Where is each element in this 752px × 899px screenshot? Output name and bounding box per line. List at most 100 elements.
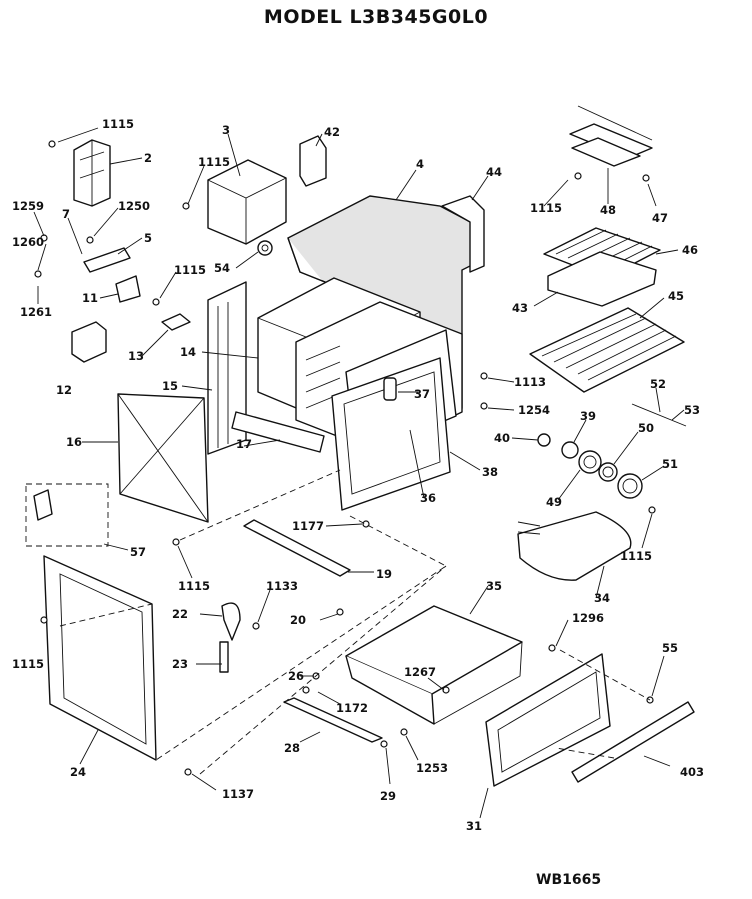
callout-1115: 1115: [12, 657, 44, 671]
callout-42: 42: [324, 125, 340, 139]
callout-57: 57: [130, 545, 146, 559]
callout-20: 20: [290, 613, 306, 627]
callout-4: 4: [416, 157, 424, 171]
callout-35: 35: [486, 579, 502, 593]
part-side-panel-15: [207, 281, 247, 455]
callout-1253: 1253: [416, 761, 448, 775]
callout-3: 3: [222, 123, 230, 137]
part-bracket-17: [231, 411, 325, 453]
callout-28: 28: [284, 741, 300, 755]
callout-1115: 1115: [530, 201, 562, 215]
callout-12: 12: [56, 383, 72, 397]
callout-1177: 1177: [292, 519, 324, 533]
callout-19: 19: [376, 567, 392, 581]
callout-54: 54: [214, 261, 230, 275]
leader-lines: [33, 127, 685, 819]
part-door-frame-38: [331, 357, 451, 511]
part-spring-23: [219, 641, 229, 673]
callout-22: 22: [172, 607, 188, 621]
part-bracket-2: [73, 139, 111, 207]
part-kick-strip-403: [571, 701, 695, 783]
callout-45: 45: [668, 289, 684, 303]
callout-11: 11: [82, 291, 98, 305]
callout-1115: 1115: [102, 117, 134, 131]
part-drawer-front-31: [485, 653, 611, 787]
assembly-lines: [59, 469, 651, 775]
callout-31: 31: [466, 819, 482, 833]
part-panel-3: [207, 159, 287, 245]
callout-1115: 1115: [178, 579, 210, 593]
callout-52: 52: [650, 377, 666, 391]
callout-1115: 1115: [620, 549, 652, 563]
callout-36: 36: [420, 491, 436, 505]
callout-55: 55: [662, 641, 678, 655]
callout-40: 40: [494, 431, 510, 445]
part-ring-50: [598, 462, 618, 482]
callout-1259: 1259: [12, 199, 44, 213]
callout-44: 44: [486, 165, 502, 179]
part-drawer-35: [345, 605, 523, 725]
callout-29: 29: [380, 789, 396, 803]
callout-1115: 1115: [174, 263, 206, 277]
callout-7: 7: [62, 207, 70, 221]
part-bake-element-34: [517, 511, 632, 581]
part-broil-pan-43: [547, 251, 657, 307]
callout-39: 39: [580, 409, 596, 423]
callout-403: 403: [680, 765, 704, 779]
part-rod-52: [631, 403, 687, 427]
callout-50: 50: [638, 421, 654, 435]
callout-17: 17: [236, 437, 252, 451]
callout-23: 23: [172, 657, 188, 671]
callout-1250: 1250: [118, 199, 150, 213]
part-back-bracket-44: [441, 195, 485, 273]
part-bracket-12: [71, 321, 107, 363]
callout-5: 5: [144, 231, 152, 245]
fasteners: [34, 140, 656, 776]
part-ring-51: [617, 473, 643, 499]
callout-labels: 1115 2 3 42 4 44 1115 1259 7 1250 5 1260…: [12, 117, 704, 833]
callout-1267: 1267: [404, 665, 436, 679]
part-vent-trim-19: [243, 519, 351, 577]
callout-1172: 1172: [336, 701, 368, 715]
callout-13: 13: [128, 349, 144, 363]
callout-15: 15: [162, 379, 178, 393]
callout-49: 49: [546, 495, 562, 509]
diagram-title: MODEL L3B345G0L0: [263, 6, 489, 28]
callout-14: 14: [180, 345, 196, 359]
part-outer-door-24: [43, 555, 157, 761]
part-hinge-assembly-57: [25, 483, 109, 547]
callout-1260: 1260: [12, 235, 44, 249]
part-hinge-22: [221, 602, 241, 641]
callout-1254: 1254: [518, 403, 550, 417]
callout-53: 53: [684, 403, 700, 417]
callout-16: 16: [66, 435, 82, 449]
callout-38: 38: [482, 465, 498, 479]
part-drawer-slide-28: [283, 697, 383, 743]
callout-43: 43: [512, 301, 528, 315]
callout-34: 34: [594, 591, 610, 605]
part-knob-39: [561, 441, 579, 459]
part-oven-rack-45: [529, 307, 685, 393]
callout-1115: 1115: [198, 155, 230, 169]
part-grommet-54: [257, 240, 273, 256]
part-clip-13: [161, 313, 191, 331]
drawing-code: WB1665: [536, 872, 602, 888]
part-rod-47: [577, 105, 653, 141]
callout-37: 37: [414, 387, 430, 401]
callout-47: 47: [652, 211, 668, 225]
callout-26: 26: [288, 669, 304, 683]
callout-1296: 1296: [572, 611, 604, 625]
callout-24: 24: [70, 765, 86, 779]
part-shelf-bar-48: [569, 123, 653, 167]
part-ring-49: [578, 450, 602, 474]
part-light-socket-37: [383, 377, 397, 401]
part-door-liner-16: [117, 393, 209, 523]
part-knob-40: [537, 433, 551, 447]
callout-1113: 1113: [514, 375, 546, 389]
callout-46: 46: [682, 243, 698, 257]
callout-51: 51: [662, 457, 678, 471]
part-bracket-42: [299, 135, 327, 187]
callout-1133: 1133: [266, 579, 298, 593]
part-bracket-5: [83, 247, 131, 273]
